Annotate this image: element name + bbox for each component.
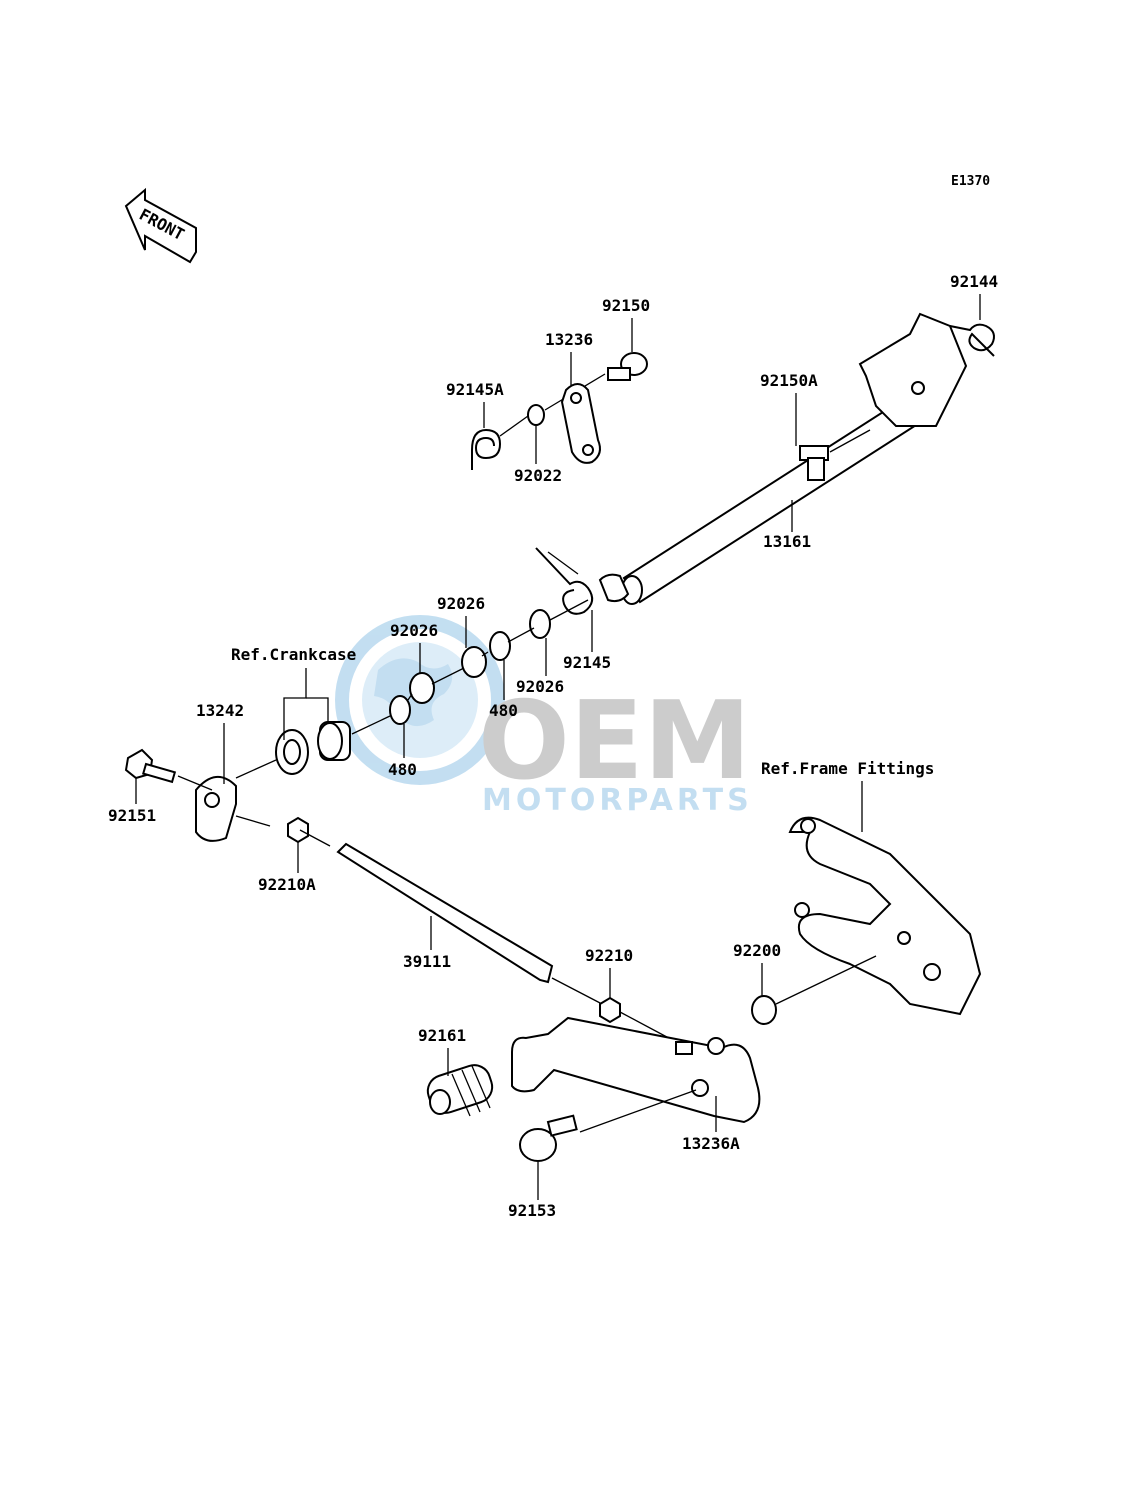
lever-13242 bbox=[195, 776, 271, 842]
washer-92026-c bbox=[529, 609, 551, 639]
label-92151: 92151 bbox=[108, 806, 156, 825]
bolt-92151 bbox=[124, 748, 213, 791]
label-13236A: 13236A bbox=[682, 1134, 740, 1153]
washer-92200 bbox=[751, 995, 777, 1025]
ref-crankcase: Ref.Crankcase bbox=[231, 645, 356, 664]
label-13161: 13161 bbox=[763, 532, 811, 551]
shift-pedal-13236A bbox=[511, 1016, 761, 1124]
label-39111: 39111 bbox=[403, 952, 451, 971]
ref-frame-fittings: Ref.Frame Fittings bbox=[761, 759, 934, 778]
label-92144: 92144 bbox=[950, 272, 998, 291]
watermark-logo: OEM MOTORPARTS bbox=[335, 615, 753, 818]
label-92150A: 92150A bbox=[760, 371, 818, 390]
spring-92144 bbox=[949, 323, 995, 357]
shift-shaft-13161 bbox=[598, 312, 968, 605]
washer-92026-b bbox=[461, 646, 487, 678]
label-92161: 92161 bbox=[418, 1026, 466, 1045]
arm-13236 bbox=[560, 383, 601, 464]
label-92026-b: 92026 bbox=[437, 594, 485, 613]
spring-92145 bbox=[535, 547, 594, 615]
label-480-b: 480 bbox=[388, 760, 417, 779]
nut-92210A bbox=[287, 816, 331, 847]
label-92210A: 92210A bbox=[258, 875, 316, 894]
diagram-code: E1370 bbox=[951, 174, 990, 189]
bolt-92153 bbox=[519, 1114, 578, 1162]
bolt-92150A bbox=[799, 429, 871, 481]
circlip-480-b bbox=[389, 695, 411, 725]
bolt-92150 bbox=[544, 352, 648, 411]
label-92150: 92150 bbox=[602, 296, 650, 315]
label-480-a: 480 bbox=[489, 701, 518, 720]
needle-bearing bbox=[317, 721, 351, 761]
label-92145: 92145 bbox=[563, 653, 611, 672]
label-92210: 92210 bbox=[585, 946, 633, 965]
tie-rod-39111 bbox=[336, 842, 603, 1005]
oil-seal bbox=[275, 729, 309, 775]
label-13236: 13236 bbox=[545, 330, 593, 349]
label-92200: 92200 bbox=[733, 941, 781, 960]
label-92145A: 92145A bbox=[446, 380, 504, 399]
washer-92022 bbox=[527, 404, 545, 426]
spring-92145A bbox=[471, 415, 529, 470]
label-92026-a: 92026 bbox=[390, 621, 438, 640]
watermark-brand: OEM bbox=[478, 679, 751, 804]
label-92153: 92153 bbox=[508, 1201, 556, 1220]
label-92022: 92022 bbox=[514, 466, 562, 485]
watermark-sub: MOTORPARTS bbox=[482, 783, 753, 818]
label-13242: 13242 bbox=[196, 701, 244, 720]
washer-92026-a bbox=[409, 672, 435, 704]
label-92026-c: 92026 bbox=[516, 677, 564, 696]
front-arrow-icon: FRONT bbox=[124, 187, 197, 264]
circlip-480-a bbox=[489, 631, 511, 661]
nut-92210 bbox=[599, 996, 621, 1024]
pedal-rubber-92161 bbox=[426, 1064, 494, 1117]
frame-fitting-bracket bbox=[788, 816, 982, 1016]
